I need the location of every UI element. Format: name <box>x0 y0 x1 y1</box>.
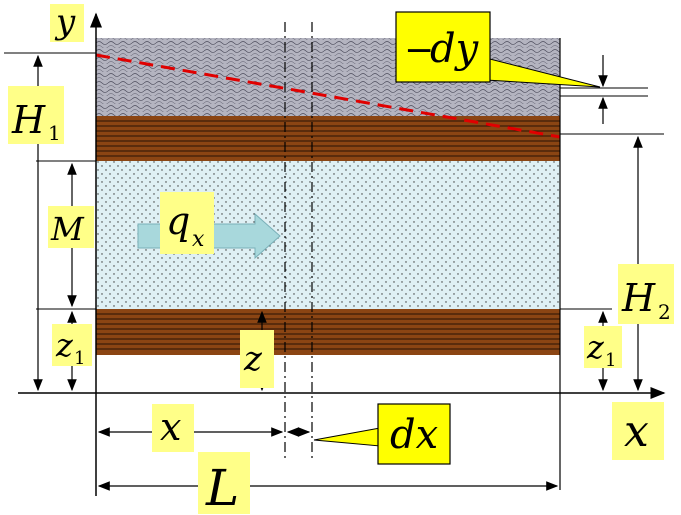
dx-callout-box <box>377 403 451 465</box>
z-label: z <box>243 339 263 379</box>
q-label: q <box>166 199 190 243</box>
m-label: M <box>50 210 85 248</box>
upper-clay-layer <box>96 116 560 161</box>
x-dimension-label: x <box>160 405 181 449</box>
h2-subscript: 2 <box>658 300 671 324</box>
q-subscript: x <box>192 227 205 252</box>
z1-right-label: z <box>586 328 605 366</box>
dx-callout-pointer <box>313 427 381 447</box>
z1-left-label: z <box>55 326 74 364</box>
x-axis-label: x <box>624 406 649 457</box>
h1-subscript: 1 <box>48 121 61 145</box>
dx-label: dx <box>390 412 438 458</box>
z1-left-subscript: 1 <box>74 348 85 369</box>
dy-label: dy <box>430 26 480 72</box>
dy-callout-box <box>395 11 491 83</box>
y-axis-label: y <box>54 2 76 42</box>
lower-clay-layer <box>96 309 560 355</box>
h1-label: H <box>11 98 46 142</box>
z1-right-subscript: 1 <box>605 350 616 371</box>
l-label: L <box>205 459 239 515</box>
dy-minus: − <box>404 30 434 71</box>
water-table-line <box>95 53 561 139</box>
h2-label: H <box>621 276 656 320</box>
